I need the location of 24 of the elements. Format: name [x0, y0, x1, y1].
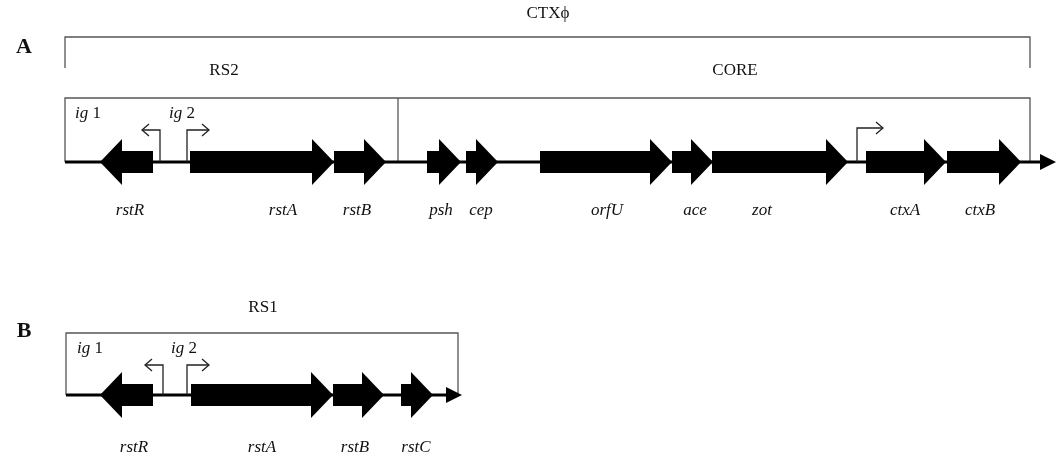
gene-label: rstR [119, 437, 149, 457]
site-label: ig 2 [169, 103, 195, 123]
gene-label: rstA [268, 200, 298, 220]
gene-label: rstA [247, 437, 277, 457]
gene-label: rstC [401, 437, 431, 457]
region-label: RS2 [209, 60, 239, 80]
gene-label: cep [469, 200, 493, 220]
gene-label: ace [683, 200, 707, 220]
site-label: ig 1 [77, 338, 103, 358]
region-label: CTXϕ [526, 3, 570, 23]
region-label: CORE [712, 60, 758, 80]
site-label: ig 2 [171, 338, 197, 358]
gene-label: orfU [590, 200, 624, 220]
gene-label: rstB [342, 200, 372, 220]
gene-label: ctxA [889, 200, 921, 220]
gene-label: ctxB [964, 200, 996, 220]
region-label: RS1 [248, 297, 278, 317]
panel-letter: A [16, 36, 32, 56]
site-label: ig 1 [75, 103, 101, 123]
gene-label: rstB [340, 437, 370, 457]
gene-label: psh [429, 200, 453, 220]
gene-label: rstR [115, 200, 145, 220]
gene-label: zot [752, 200, 772, 220]
panel-letter: B [16, 320, 32, 340]
